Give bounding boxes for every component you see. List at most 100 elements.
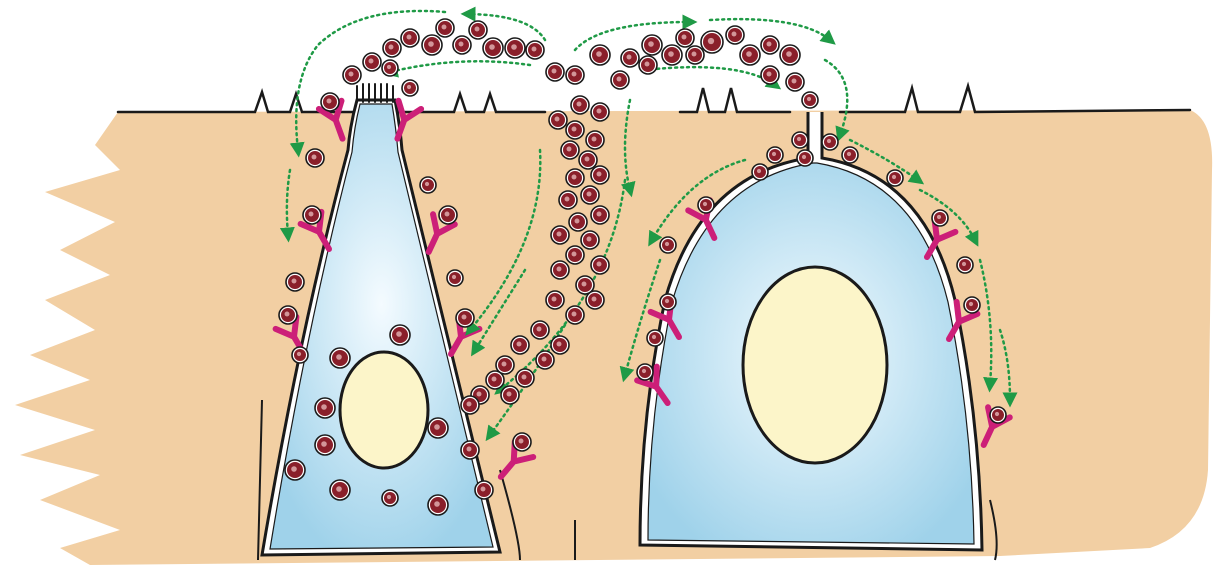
vesicle-icon (306, 149, 324, 167)
vesicle-icon (591, 103, 609, 121)
vesicle-icon (586, 291, 604, 309)
dome-cell-nucleus (743, 267, 887, 463)
vesicle-icon (569, 213, 587, 231)
vesicle-icon (957, 257, 973, 273)
vesicle-icon (660, 237, 676, 253)
vesicle-icon (321, 93, 339, 111)
vesicle-icon (428, 495, 448, 515)
vesicle-icon (536, 351, 554, 369)
vesicle-icon (752, 164, 768, 180)
apical-surface-line (118, 86, 1190, 112)
vesicle-icon (579, 151, 597, 169)
vesicle-icon (566, 246, 584, 264)
vesicle-icon (526, 41, 544, 59)
vesicle-icon (566, 306, 584, 324)
vesicle-icon (401, 29, 419, 47)
vesicle-icon (330, 480, 350, 500)
vesicle-icon (590, 45, 610, 65)
vesicle-icon (964, 297, 980, 313)
tapered-cell-microvilli (357, 84, 393, 102)
vesicle-icon (551, 336, 569, 354)
vesicle-icon (990, 407, 1006, 423)
vesicle-icon (842, 147, 858, 163)
vesicle-icon (932, 210, 948, 226)
vesicle-icon (660, 294, 676, 310)
vesicle-icon (501, 386, 519, 404)
vesicle-icon (647, 330, 663, 346)
vesicle-icon (453, 36, 471, 54)
tapered-cell-nucleus (340, 352, 428, 468)
vesicle-icon (639, 56, 657, 74)
vesicle-icon (475, 481, 493, 499)
vesicle-icon (286, 273, 304, 291)
vesicle-icon (292, 347, 308, 363)
vesicle-icon (551, 226, 569, 244)
vesicle-icon (279, 306, 297, 324)
vesicle-icon (505, 38, 525, 58)
vesicle-icon (802, 92, 818, 108)
vesicle-icon (315, 435, 335, 455)
vesicle-icon (566, 169, 584, 187)
vesicle-icon (461, 396, 479, 414)
tissue-layer (15, 110, 1212, 565)
vesicle-icon (551, 261, 569, 279)
vesicle-icon (469, 21, 487, 39)
vesicle-icon (561, 141, 579, 159)
dotted-arrow-icon (390, 61, 530, 72)
vesicle-icon (546, 63, 564, 81)
vesicle-icon (786, 73, 804, 91)
vesicle-icon (383, 39, 401, 57)
vesicle-icon (285, 460, 305, 480)
dotted-arrow-icon (645, 67, 775, 85)
vesicle-icon (761, 36, 779, 54)
vesicle-icon (611, 71, 629, 89)
vesicle-icon (546, 291, 564, 309)
vesicle-icon (483, 38, 503, 58)
vesicle-icon (422, 35, 442, 55)
vesicle-icon (456, 309, 474, 327)
vesicle-icon (549, 111, 567, 129)
vesicle-icon (822, 134, 838, 150)
vesicle-icon (436, 19, 454, 37)
vesicle-icon (686, 46, 704, 64)
vesicle-icon (726, 26, 744, 44)
vesicle-icon (382, 490, 398, 506)
vesicle-icon (591, 206, 609, 224)
vesicle-icon (531, 321, 549, 339)
vesicle-icon (792, 132, 808, 148)
vesicle-icon (420, 177, 436, 193)
vesicle-icon (591, 256, 609, 274)
vesicle-icon (662, 45, 682, 65)
vesicle-icon (447, 270, 463, 286)
vesicle-icon (303, 206, 321, 224)
vesicle-icon (621, 49, 639, 67)
vesicle-icon (486, 371, 504, 389)
vesicle-icon (439, 206, 457, 224)
vesicle-icon (343, 66, 361, 84)
vesicle-icon (586, 131, 604, 149)
vesicle-icon (642, 35, 662, 55)
vesicle-icon (761, 66, 779, 84)
vesicle-icon (402, 80, 418, 96)
vesicle-icon (740, 45, 760, 65)
vesicle-icon (516, 369, 534, 387)
vesicle-icon (797, 150, 813, 166)
vesicle-icon (428, 418, 448, 438)
vesicle-icon (390, 325, 410, 345)
vesicle-icon (591, 166, 609, 184)
vesicle-icon (581, 186, 599, 204)
vesicle-icon (637, 364, 653, 380)
vesicle-icon (676, 29, 694, 47)
vesicle-icon (382, 60, 398, 76)
vesicle-icon (315, 398, 335, 418)
vesicle-icon (701, 31, 723, 53)
vesicle-icon (581, 231, 599, 249)
vesicle-icon (887, 170, 903, 186)
vesicle-icon (363, 53, 381, 71)
vesicle-icon (566, 66, 584, 84)
vesicle-icon (461, 441, 479, 459)
vesicle-icon (559, 191, 577, 209)
vesicle-icon (513, 433, 531, 451)
vesicle-icon (780, 45, 800, 65)
